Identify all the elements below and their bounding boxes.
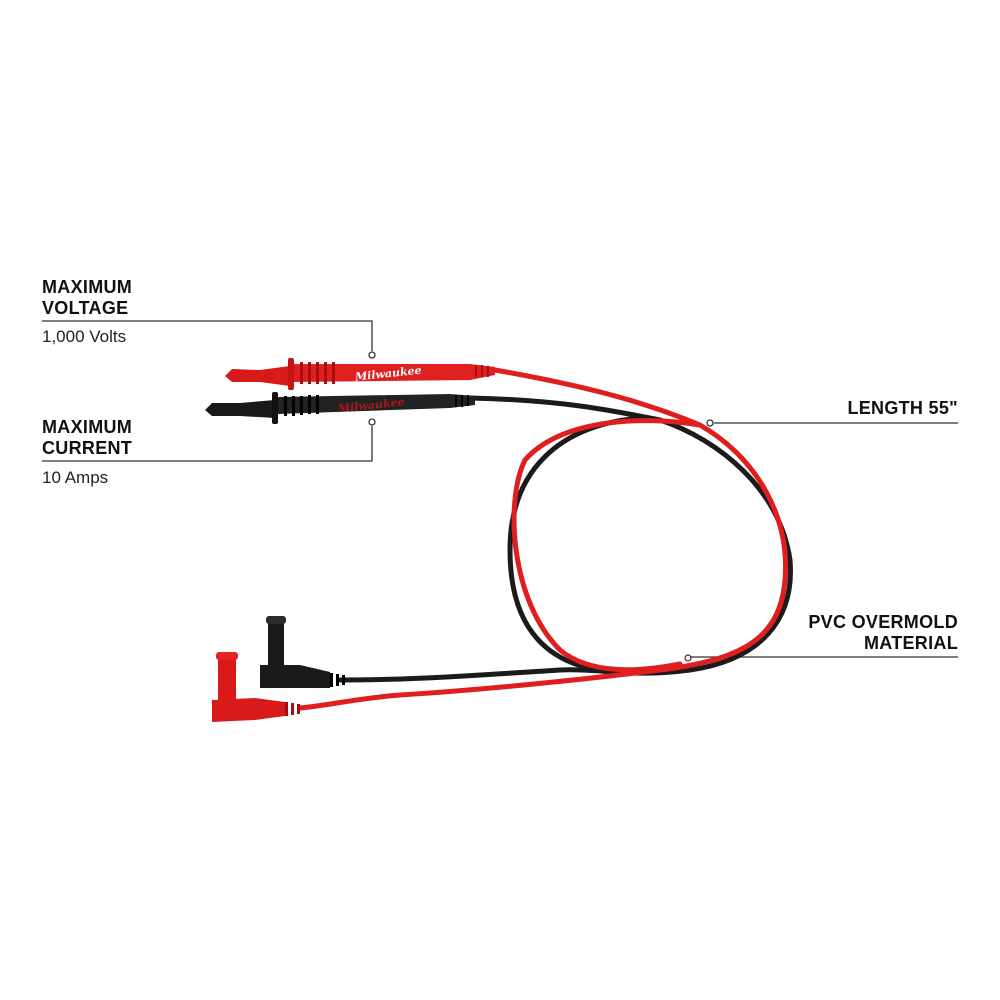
material-callout-title: PVC OVERMOLD MATERIAL: [808, 612, 958, 654]
length-callout-dot: [706, 419, 714, 427]
red-probe: Milwaukee: [225, 358, 495, 390]
current-callout-value: 10 Amps: [42, 468, 109, 487]
black-cable: [337, 395, 793, 683]
current-title-line2: CURRENT: [42, 438, 133, 458]
voltage-callout-dot: [368, 351, 376, 359]
material-callout-dot: [684, 654, 692, 662]
current-callout-title: MAXIMUM CURRENT: [42, 417, 132, 459]
black-probe: Milwaukee: [205, 392, 475, 424]
material-title-line2: MATERIAL: [863, 633, 958, 653]
voltage-callout-value: 1,000 Volts: [42, 327, 127, 346]
red-cable: [297, 367, 789, 711]
material-title-line1: PVC OVERMOLD: [808, 612, 958, 632]
voltage-callout-title: MAXIMUM VOLTAGE: [42, 277, 132, 319]
voltage-title-line2: VOLTAGE: [42, 298, 129, 318]
red-banana-plug: [212, 652, 300, 722]
length-callout-title: LENGTH 55": [847, 398, 958, 418]
current-callout-dot: [368, 418, 376, 426]
voltage-title-line1: MAXIMUM: [42, 277, 133, 297]
black-banana-plug: [260, 616, 345, 688]
current-title-line1: MAXIMUM: [42, 417, 133, 437]
